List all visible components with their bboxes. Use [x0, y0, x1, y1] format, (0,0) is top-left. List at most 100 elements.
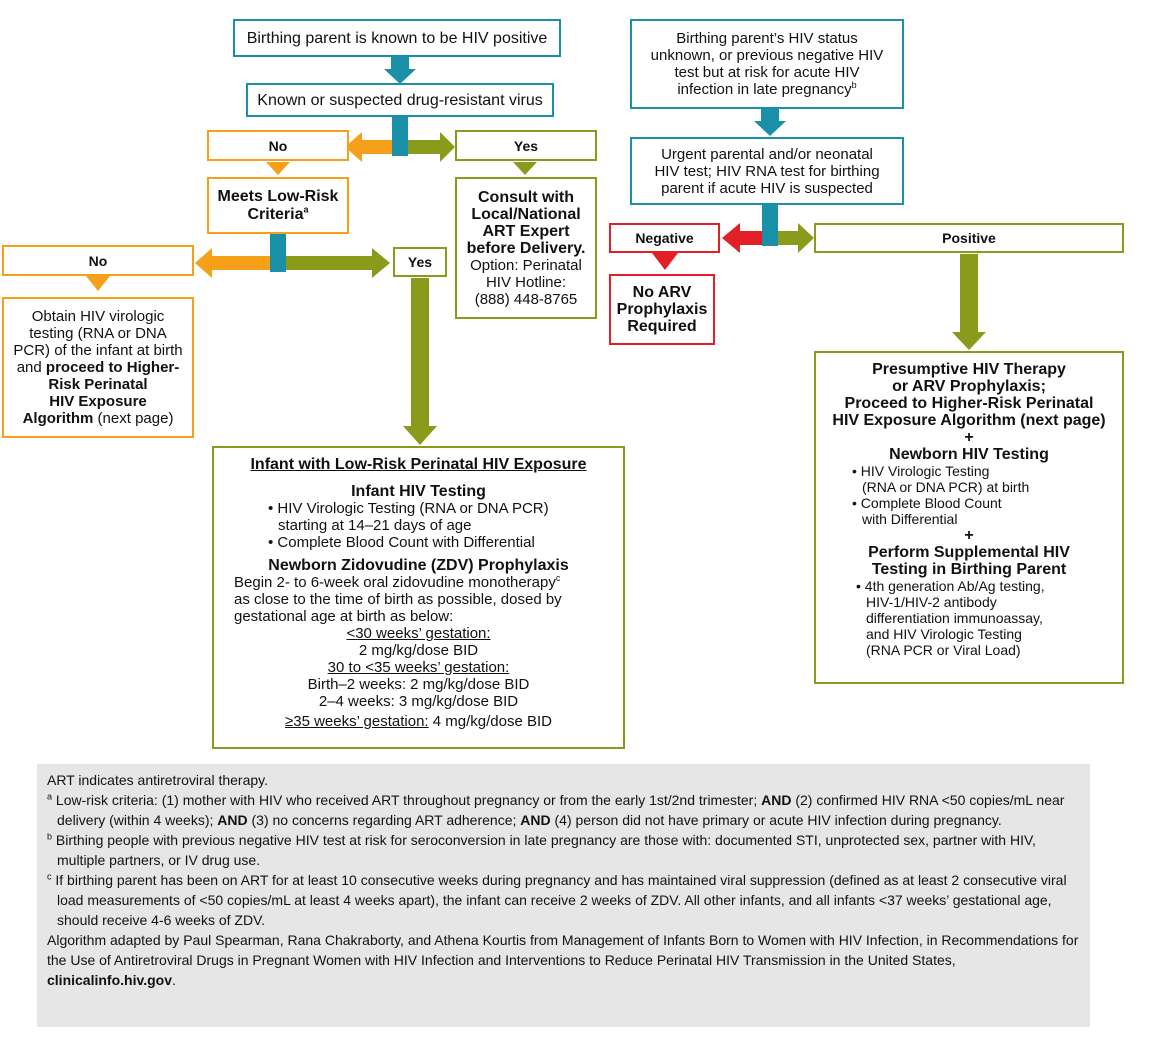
footnote-a-sup: a	[47, 791, 53, 802]
infant-bullet1b: starting at 14–21 days of age	[278, 517, 472, 534]
positive-label-text: Positive	[942, 230, 996, 246]
arrow-resistant-no	[345, 132, 392, 162]
footnote-b-text: Birthing people with previous negative H…	[52, 832, 1036, 868]
gest-under30-heading: <30 weeks’ gestation:	[346, 625, 491, 642]
unknown-l4: infection in late pregnancyb	[677, 80, 857, 99]
no-label-text: No	[268, 137, 288, 154]
label-no-lowrisk: No	[2, 245, 194, 276]
obtain-l4a: and	[16, 359, 46, 376]
adapted-period: .	[171, 972, 176, 988]
known-positive-text: Birthing parent is known to be HIV posit…	[246, 29, 548, 47]
arrow-resistant-yes	[408, 132, 455, 162]
zdv-description: Begin 2- to 6-week oral zidovudine monot…	[214, 574, 623, 626]
supp-h2: Testing in Birthing Parent	[871, 561, 1067, 578]
obtain-l7b: (next page)	[93, 410, 174, 427]
no-arv-l1: No ARV	[632, 284, 692, 301]
label-negative: Negative	[609, 223, 720, 253]
consult-line1: Consult with	[478, 188, 574, 206]
obtain-l3: PCR) of the infant at birth	[13, 342, 183, 359]
box-no-arv: No ARV Prophylaxis Required	[609, 274, 715, 345]
footnote-b-sup: b	[47, 831, 53, 842]
plus-sign-2: +	[964, 527, 974, 544]
consult-line4: before Delivery.	[466, 239, 586, 257]
urgent-l3: parent if acute HIV is suspected	[661, 179, 873, 197]
supp-b4: and HIV Virologic Testing	[866, 626, 1022, 642]
zdv-l3: gestational age at birth as below:	[234, 608, 454, 625]
footnote-a-and1: AND	[761, 792, 792, 808]
nb-bullet2b: with Differential	[862, 511, 958, 527]
obtain-l1: Obtain HIV virologic	[31, 308, 165, 325]
consult-line7: (888) 448-8765	[474, 290, 578, 308]
label-no-resistant: No	[207, 130, 349, 161]
unknown-l1: Birthing parent’s HIV status	[676, 30, 858, 47]
adapted-text: Algorithm adapted by Paul Spearman, Rana…	[47, 932, 1079, 968]
stem-lowrisk	[270, 233, 286, 272]
unknown-l3: test but at risk for acute HIV	[674, 64, 860, 81]
consult-line5: Option: Perinatal	[470, 256, 582, 274]
infant-bullet2: • Complete Blood Count with Differential	[268, 534, 535, 551]
supp-h1: Perform Supplemental HIV	[868, 544, 1070, 561]
presumptive-h2: or ARV Prophylaxis;	[892, 378, 1046, 395]
gest-35plus-line: ≥35 weeks’ gestation: 4 mg/kg/dose BID	[214, 713, 623, 730]
zdv-heading: Newborn Zidovudine (ZDV) Prophylaxis	[268, 557, 569, 574]
supp-b2: HIV-1/HIV-2 antibody	[866, 594, 997, 610]
newborn-testing-bullets: • HIV Virologic Testing (RNA or DNA PCR)…	[816, 463, 1122, 527]
box-meets-low-risk: Meets Low-Risk Criteriaa	[207, 177, 349, 234]
obtain-l6: HIV Exposure	[49, 393, 147, 410]
drug-resistant-text: Known or suspected drug-resistant virus	[257, 91, 543, 109]
arrow-known-to-resistant	[384, 57, 416, 84]
obtain-l4b: proceed to Higher-	[45, 359, 180, 376]
infant-testing-heading: Infant HIV Testing	[351, 483, 486, 500]
gest-35plus-dose: 4 mg/kg/dose BID	[428, 713, 552, 730]
gest-35plus-heading: ≥35 weeks’ gestation:	[285, 713, 429, 730]
arrow-no-lowrisk	[266, 162, 290, 175]
urgent-l1: Urgent parental and/or neonatal	[661, 145, 873, 163]
consult-line3: ART Expert	[482, 222, 570, 240]
low-risk-sup: a	[303, 204, 309, 215]
box-obtain-virologic: Obtain HIV virologic testing (RNA or DNA…	[2, 297, 194, 438]
obtain-l2: testing (RNA or DNA	[29, 325, 167, 342]
infant-testing-bullets: • HIV Virologic Testing (RNA or DNA PCR)…	[214, 500, 623, 551]
footnote-a-and2: AND	[217, 812, 248, 828]
arrow-unknown-to-urgent	[754, 108, 786, 136]
obtain-l7: Algorithm (next page)	[23, 410, 174, 427]
no-arv-l3: Required	[627, 318, 697, 335]
consult-line6: HIV Hotline:	[485, 273, 567, 291]
obtain-l7a: Algorithm	[22, 410, 94, 427]
label-yes-lowrisk: Yes	[393, 247, 447, 277]
no2-label-text: No	[88, 252, 108, 269]
box-consult-expert: Consult with Local/National ART Expert b…	[455, 177, 597, 319]
box-status-unknown: Birthing parent’s HIV status unknown, or…	[630, 19, 904, 109]
supplemental-bullets: • 4th generation Ab/Ag testing, HIV-1/HI…	[816, 578, 1122, 658]
arrow-lowrisk-no	[195, 248, 270, 278]
box-presumptive-therapy: Presumptive HIV Therapy or ARV Prophylax…	[814, 351, 1124, 684]
unknown-l2: unknown, or previous negative HIV	[650, 47, 884, 64]
consult-line2: Local/National	[471, 205, 581, 223]
footnote-a-part3: (3) no concerns regarding ART adherence;	[247, 812, 521, 828]
infant-box-title: Infant with Low-Risk Perinatal HIV Expos…	[250, 456, 587, 473]
infant-bullet1a: • HIV Virologic Testing (RNA or DNA PCR)	[268, 500, 549, 517]
label-yes-resistant: Yes	[455, 130, 597, 161]
footnote-a: a Low-risk criteria: (1) mother with HIV…	[47, 790, 1080, 830]
supplemental-heading: + Perform Supplemental HIV Testing in Bi…	[816, 527, 1122, 578]
supp-b1: • 4th generation Ab/Ag testing,	[856, 578, 1045, 594]
footnote-c-text: If birthing parent has been on ART for a…	[51, 872, 1067, 928]
unknown-sup: b	[851, 80, 857, 90]
unknown-l4-text: infection in late pregnancy	[677, 81, 852, 98]
footnote-a-and3: AND	[520, 812, 551, 828]
obtain-l4: and proceed to Higher-	[17, 359, 180, 376]
site-link-text: clinicalinfo.hiv.gov	[47, 972, 172, 988]
note-adapted: Algorithm adapted by Paul Spearman, Rana…	[47, 930, 1080, 990]
yes-label-text: Yes	[513, 137, 539, 154]
footnote-c: c If birthing parent has been on ART for…	[47, 870, 1080, 930]
arrow-no2-obtain	[86, 276, 110, 291]
consult-heading: Consult with Local/National ART Expert b…	[467, 189, 586, 257]
gest-30to35-dose1: Birth–2 weeks: 2 mg/kg/dose BID	[307, 676, 530, 693]
footnote-a-part2: (2) confirmed HIV RNA <50 copies/mL near…	[57, 792, 1065, 828]
presumptive-h4: HIV Exposure Algorithm (next page)	[832, 412, 1106, 429]
urgent-l2: HIV test; HIV RNA test for birthing	[654, 162, 880, 180]
footnote-a-part4: (4) person did not have primary or acute…	[550, 812, 1002, 828]
presumptive-h3: Proceed to Higher-Risk Perinatal	[844, 395, 1094, 412]
arrow-negative-noarv	[652, 253, 678, 270]
newborn-testing-heading: Newborn HIV Testing	[889, 446, 1049, 463]
